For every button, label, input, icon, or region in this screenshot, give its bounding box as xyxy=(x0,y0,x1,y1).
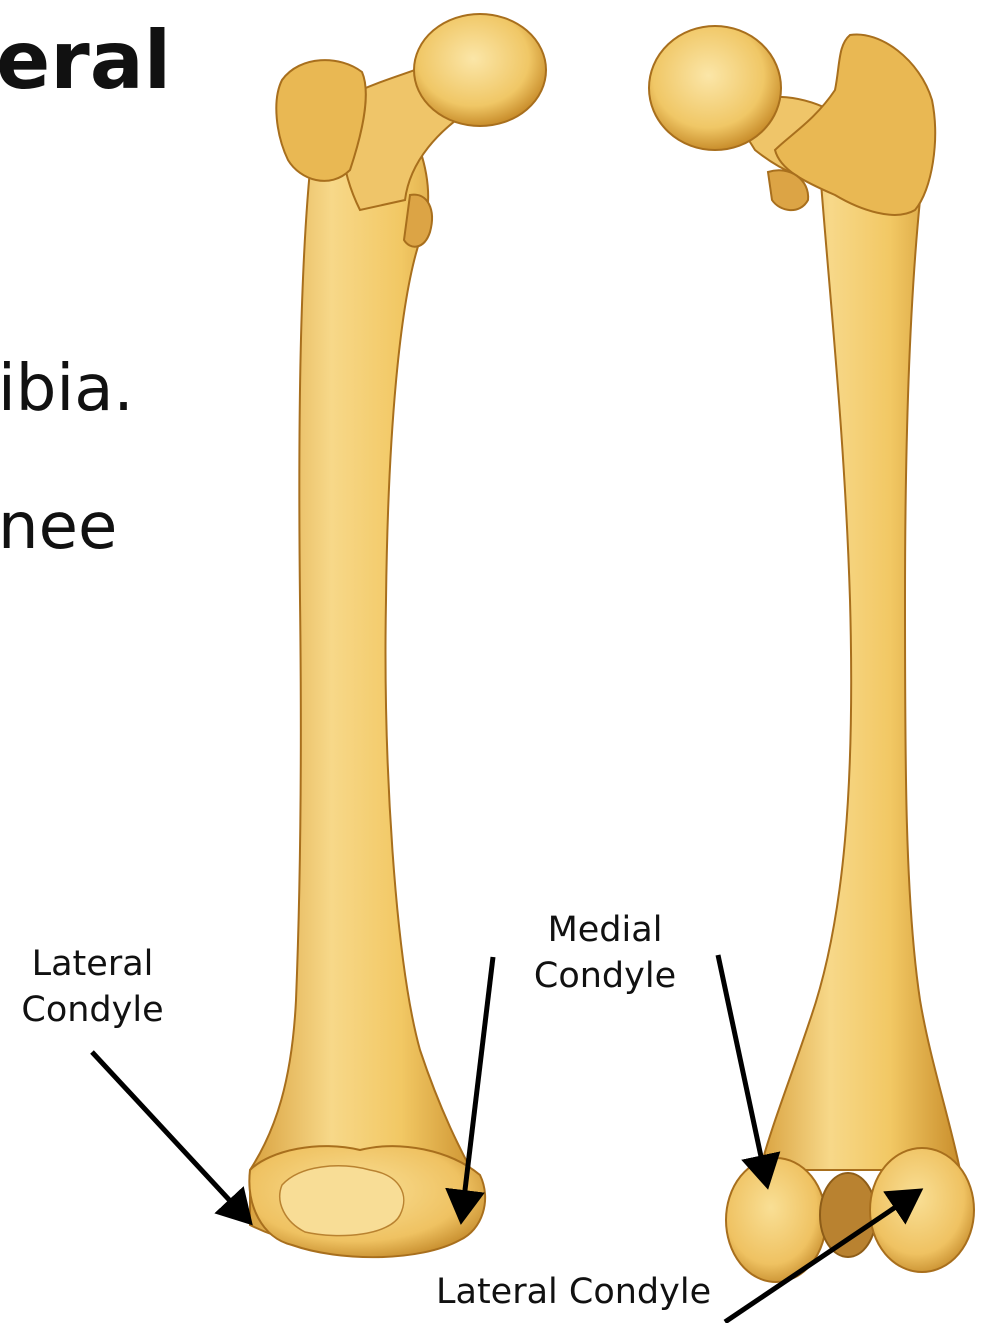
label-medial-condyle-line2: Condyle xyxy=(520,954,690,1000)
label-medial-condyle-line1: Medial xyxy=(520,908,690,954)
left-femur-head xyxy=(414,14,546,126)
right-lateral-condyle xyxy=(870,1148,974,1272)
right-femur-head xyxy=(649,26,781,150)
arrow-medial-condyle-right xyxy=(718,955,766,1180)
arrow-lateral-condyle-left xyxy=(92,1052,246,1218)
label-medial-condyle: Medial Condyle xyxy=(520,908,690,999)
left-femur xyxy=(249,14,546,1257)
right-femur-shaft xyxy=(760,166,960,1170)
label-lateral-condyle-left: Lateral Condyle xyxy=(10,942,175,1033)
label-lateral-condyle-bottom: Lateral Condyle xyxy=(436,1270,736,1316)
label-lateral-condyle-left-line2: Condyle xyxy=(10,988,175,1034)
right-intercondylar-notch xyxy=(820,1173,876,1257)
left-femur-shaft xyxy=(250,150,482,1248)
label-lateral-condyle-left-line1: Lateral xyxy=(10,942,175,988)
left-lesser-trochanter xyxy=(404,195,432,247)
right-femur xyxy=(649,26,974,1282)
left-patellar-surface xyxy=(280,1166,404,1236)
left-greater-trochanter xyxy=(276,60,365,181)
